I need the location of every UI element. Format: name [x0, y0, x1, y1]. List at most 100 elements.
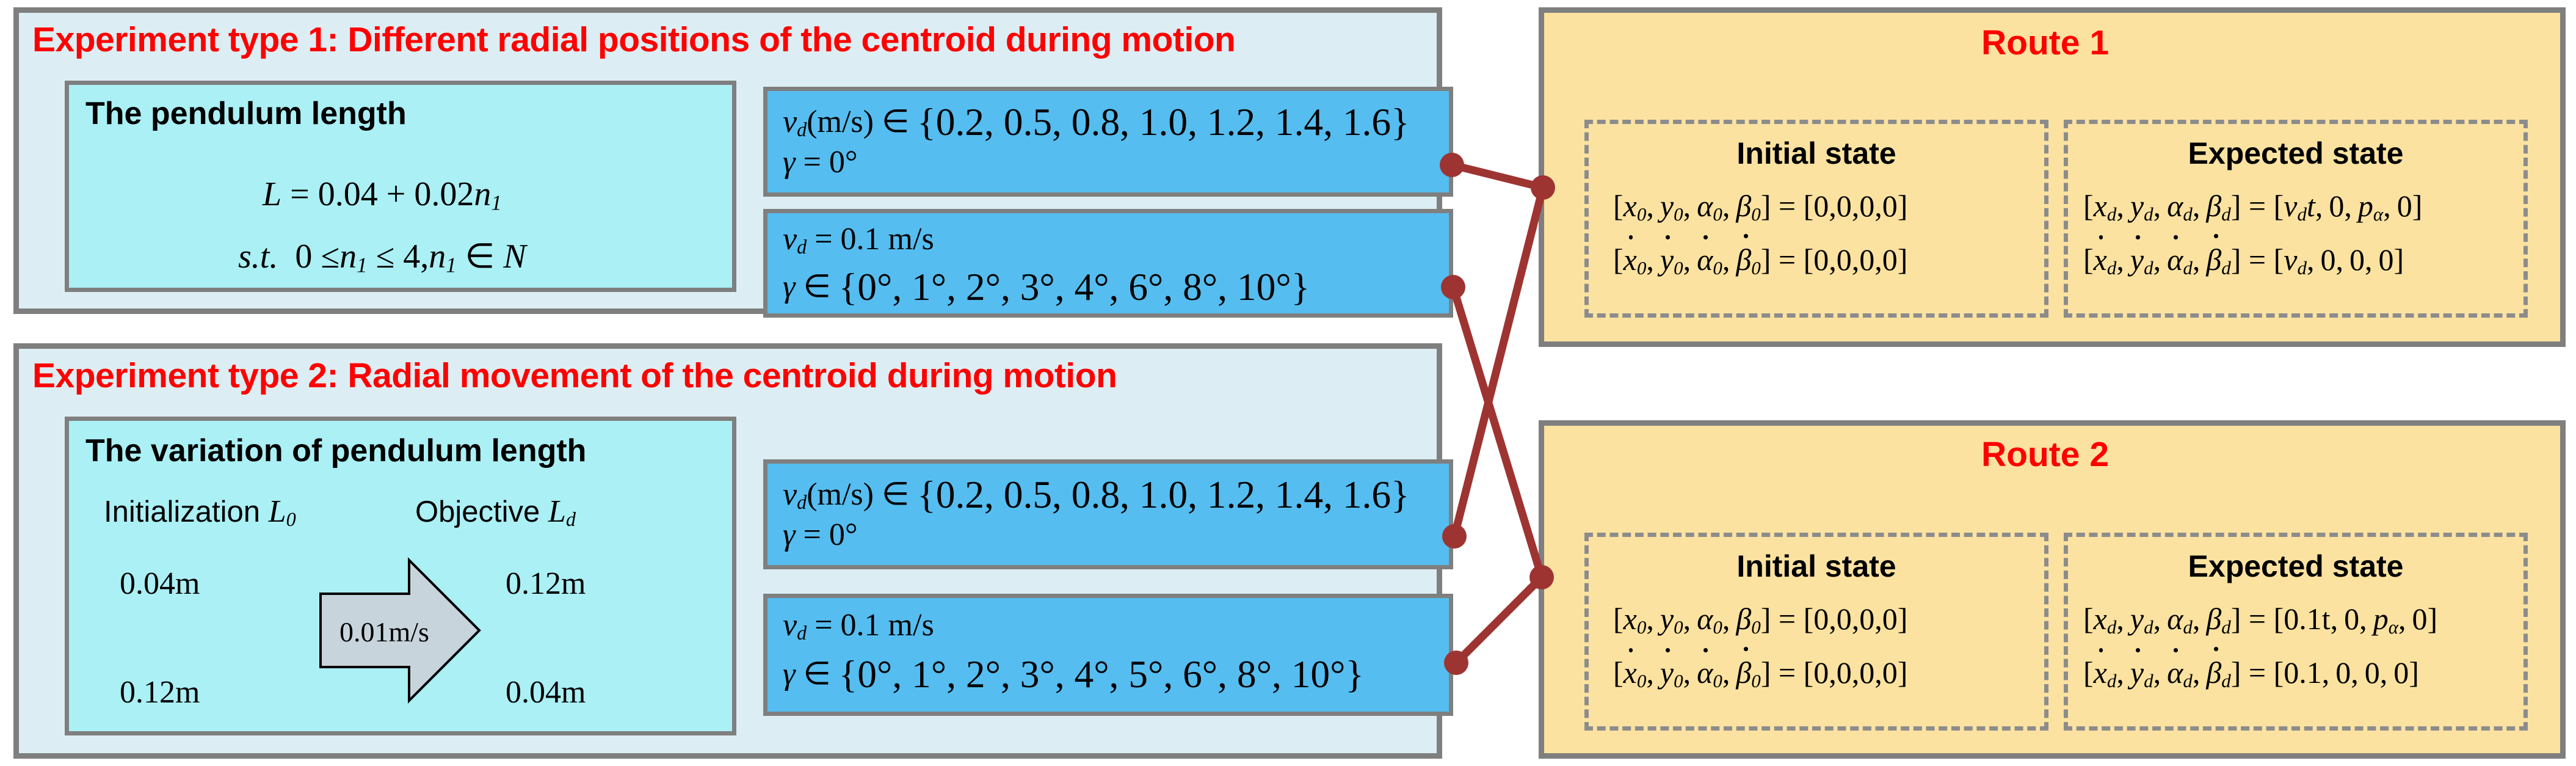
route-1-initial-state-heading: Initial state — [1736, 136, 1896, 170]
route-2-initial-line-2-rhs: [0,0,0,0] — [1803, 655, 1908, 690]
route-2-initial-line-2: [x0, y0, α0, β0] = [0,0,0,0] — [1613, 647, 1908, 691]
constraint-st: s.t. — [238, 238, 278, 275]
route-1-initial-line-1: [x0, y0, α0, β0] = [0,0,0,0] — [1613, 189, 1908, 225]
experiment-1-title: Experiment type 1: Different radial posi… — [32, 20, 1236, 59]
constraint-var-2-sub: 1 — [446, 253, 457, 277]
route-2-initial-line-1: [x0, y0, α0, β0] = [0,0,0,0] — [1613, 602, 1908, 638]
vd-value: 0.1 m/s — [840, 608, 934, 643]
exp2-param-box-1-line-2: γ = 0° — [783, 519, 858, 551]
vd-symbol: v — [783, 222, 797, 257]
block-arrow-icon — [319, 557, 481, 704]
initialization-label: Initialization — [104, 495, 261, 528]
exp1-param-box-1-line-1: vd(m/s) ∈ {0.2, 0.5, 0.8, 1.0, 1.2, 1.4,… — [783, 103, 1410, 141]
experiment-2-title: Experiment type 2: Radial movement of th… — [32, 356, 1117, 395]
initialization-column-header: Initialization L0 — [104, 494, 296, 531]
vd-unit: (m/s) — [807, 476, 874, 512]
exp2-param-box-2-line-2: γ ∈ {0°, 1°, 2°, 3°, 4°, 5°, 6°, 8°, 10°… — [783, 655, 1364, 693]
constraint-comma: , — [420, 238, 429, 275]
formula-eq: = — [290, 175, 310, 213]
formula-coef: 0.02 — [414, 175, 474, 213]
gamma-value: 0° — [829, 145, 858, 180]
constraint-in: ∈ — [465, 238, 495, 275]
exp1-param-box-1-line-2: γ = 0° — [783, 147, 858, 178]
connector-line — [1451, 161, 1544, 192]
constraint-var-1: n — [339, 238, 357, 275]
route-1-panel — [1539, 7, 2566, 347]
initialization-symbol-sub: 0 — [286, 508, 296, 531]
objective-label: Objective — [415, 495, 540, 528]
exp1-param-box-2-line-1: vd = 0.1 m/s — [783, 224, 934, 257]
exp2-param-box-1 — [763, 459, 1453, 569]
route-2-panel — [1539, 420, 2566, 759]
route-1-expected-state-box — [2064, 120, 2528, 318]
gamma-member-symbol: ∈ — [803, 656, 831, 691]
gamma-member-symbol: ∈ — [803, 269, 831, 304]
route-2-initial-state-box — [1584, 533, 2048, 731]
vd-unit: (m/s) — [807, 104, 874, 139]
vd-subscript: d — [797, 119, 807, 141]
constraint-var-1-sub: 1 — [357, 253, 368, 277]
pendulum-variation-heading: The variation of pendulum length — [85, 433, 587, 469]
transition-arrow-label: 0.01m/s — [339, 616, 429, 647]
objective-symbol-sub: d — [565, 508, 576, 531]
route-2-expected-line-2: [xd, yd, αd, βd] = [0.1, 0, 0, 0] — [2083, 647, 2419, 691]
pendulum-length-formula: L = 0.04 + 0.02n1 — [263, 177, 502, 214]
vd-symbol: v — [783, 104, 797, 139]
pendulum-length-box — [65, 81, 736, 292]
constraint-le-2: ≤ — [376, 238, 395, 275]
transition-arrow — [317, 557, 482, 704]
gamma-eq: = — [803, 517, 821, 552]
gamma-value-set: {0°, 1°, 2°, 3°, 4°, 5°, 6°, 8°, 10°} — [838, 652, 1364, 696]
route-1-initial-state-box — [1584, 120, 2048, 318]
route-2-title: Route 2 — [1981, 435, 2110, 474]
constraint-lower: 0 — [295, 238, 313, 275]
formula-var: n — [474, 175, 492, 213]
vd-member-symbol: ∈ — [881, 476, 910, 512]
variation-row-1-to: 0.12m — [506, 566, 586, 601]
connector-line — [1449, 286, 1546, 578]
route-1-initial-line-2-rhs: [0,0,0,0] — [1803, 243, 1908, 277]
constraint-le-1: ≤ — [321, 238, 340, 275]
constraint-set: N — [503, 238, 526, 275]
pendulum-variation-box — [65, 417, 736, 735]
gamma-symbol: γ — [783, 656, 796, 691]
vd-subscript: d — [797, 491, 807, 514]
vd-eq: = — [815, 608, 833, 643]
connector-line — [1450, 186, 1547, 538]
formula-var-sub: 1 — [491, 191, 502, 215]
constraint-var-2: n — [429, 238, 446, 275]
vd-member-symbol: ∈ — [881, 104, 910, 139]
route-2-expected-line-1: [xd, yd, αd, βd] = [0.1t, 0, pα, 0] — [2083, 602, 2438, 638]
constraint-upper: 4 — [403, 238, 421, 275]
vd-eq: = — [815, 222, 833, 257]
vd-subscript: d — [797, 622, 807, 644]
initialization-symbol: L — [268, 494, 286, 529]
gamma-symbol: γ — [783, 145, 796, 180]
route-2-initial-line-1-rhs: [0,0,0,0] — [1803, 602, 1908, 636]
objective-column-header: Objective Ld — [415, 494, 576, 531]
vd-value: 0.1 m/s — [840, 222, 934, 257]
route-2-expected-state-box — [2064, 533, 2528, 731]
gamma-eq: = — [803, 145, 821, 180]
formula-plus: + — [386, 175, 406, 213]
exp1-param-box-1 — [763, 87, 1453, 197]
route-2-expected-x: 0.1t — [2284, 602, 2331, 636]
exp2-param-box-1-line-1: vd(m/s) ∈ {0.2, 0.5, 0.8, 1.0, 1.2, 1.4,… — [783, 475, 1410, 514]
route-1-initial-line-2: [x0, y0, α0, β0] = [0,0,0,0] — [1613, 234, 1908, 279]
route-2-expected-state-heading: Expected state — [2188, 549, 2404, 583]
gamma-symbol: γ — [783, 269, 796, 304]
route-1-initial-line-1-rhs: [0,0,0,0] — [1803, 189, 1908, 223]
route-1-expected-state-heading: Expected state — [2188, 136, 2404, 170]
exp1-param-box-2-line-2: γ ∈ {0°, 1°, 2°, 3°, 4°, 6°, 8°, 10°} — [783, 268, 1310, 306]
vd-subscript: d — [797, 236, 807, 258]
objective-symbol: L — [548, 494, 566, 529]
route-1-expected-line-2: [xd, yd, αd, βd] = [vd, 0, 0, 0] — [2083, 234, 2404, 279]
gamma-value: 0° — [829, 517, 858, 552]
vd-value-set: {0.2, 0.5, 0.8, 1.0, 1.2, 1.4, 1.6} — [917, 100, 1410, 144]
variation-row-2-to: 0.04m — [506, 675, 586, 710]
route-2-initial-state-heading: Initial state — [1736, 549, 1896, 583]
formula-lhs: L — [263, 175, 282, 213]
gamma-value-set: {0°, 1°, 2°, 3°, 4°, 6°, 8°, 10°} — [838, 265, 1310, 308]
connector-line — [1453, 574, 1545, 666]
gamma-symbol: γ — [783, 517, 796, 552]
